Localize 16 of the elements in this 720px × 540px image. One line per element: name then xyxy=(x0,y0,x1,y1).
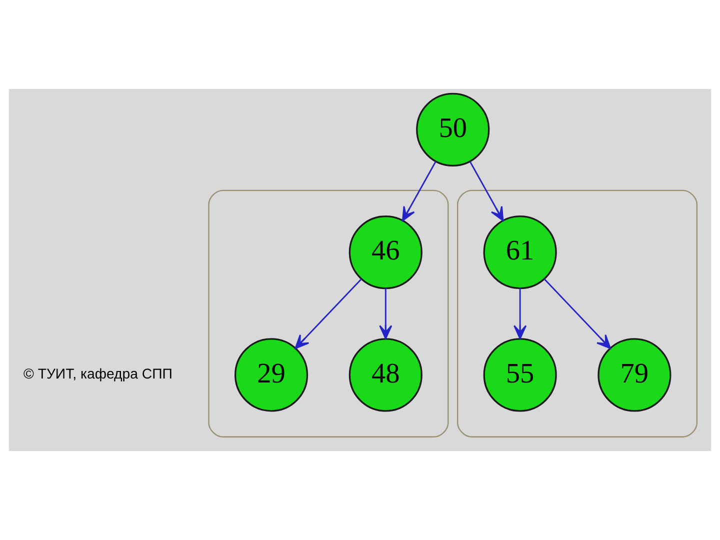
node-circle: 61 xyxy=(483,216,557,290)
arrow xyxy=(379,288,392,340)
arrow xyxy=(544,278,611,349)
node-circle: 79 xyxy=(598,338,672,412)
cluster xyxy=(208,190,449,438)
label: © ТУИТ, кафедра СПП xyxy=(23,366,172,382)
node-circle: 50 xyxy=(416,92,490,166)
arrow xyxy=(514,288,527,340)
node-circle: 46 xyxy=(348,216,422,290)
node-circle: 29 xyxy=(234,338,308,412)
cluster xyxy=(456,190,698,438)
node-circle: 55 xyxy=(483,338,557,412)
node-circle: 48 xyxy=(348,338,422,412)
arrow xyxy=(402,161,436,222)
arrow xyxy=(294,278,362,349)
arrow xyxy=(469,161,504,222)
